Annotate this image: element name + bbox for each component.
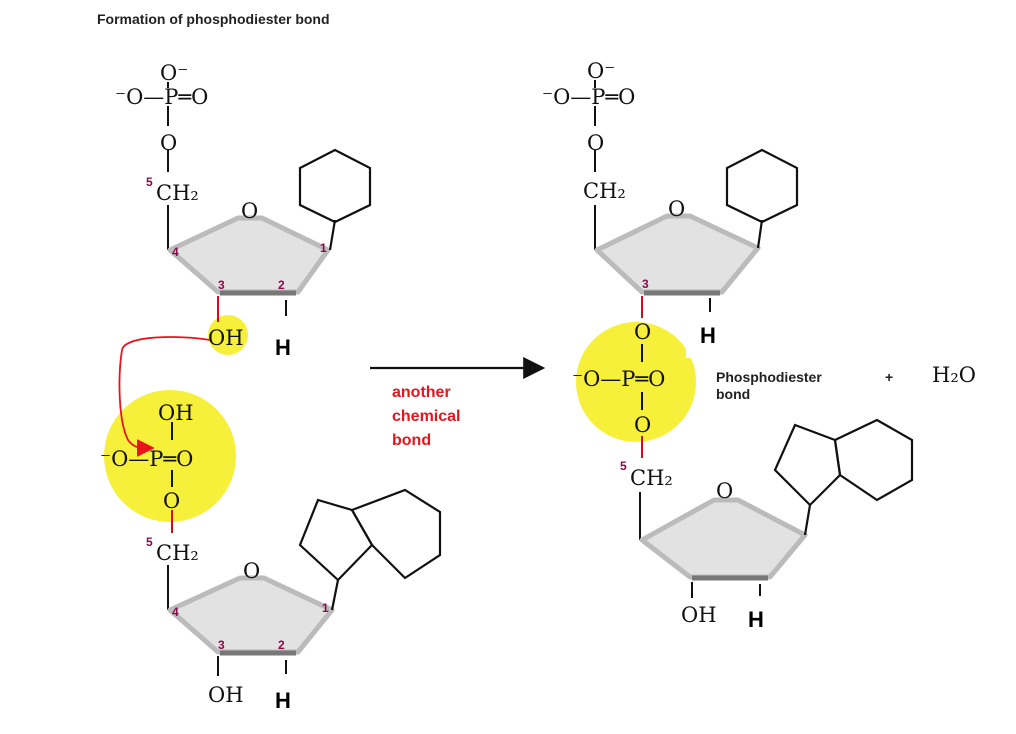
arrow-label-line-3: bond	[392, 432, 431, 449]
carbon-number-4: 4	[172, 245, 179, 259]
purine-hexagon	[833, 418, 914, 502]
ring-oxygen: O	[241, 199, 258, 223]
pyrimidine-base-icon	[725, 148, 799, 224]
ester-oxygen: O	[163, 489, 180, 513]
three-prime-oh: OH	[208, 326, 244, 350]
two-prime-h: H	[700, 323, 716, 348]
pyrimidine-base-icon	[298, 148, 372, 224]
carbon-number-5: 5	[146, 535, 153, 549]
ch2-group: CH₂	[583, 179, 626, 203]
phosphate-row: ⁻O—P═O	[542, 85, 635, 109]
phosphate-row: ⁻O—P═O	[100, 447, 193, 471]
linkage-o-bottom: O	[634, 413, 651, 437]
deoxyribose-ring	[167, 575, 335, 655]
phosphate-o-minus: O⁻	[587, 59, 615, 83]
ester-oxygen: O	[587, 131, 604, 155]
carbon-number-5: 5	[146, 175, 153, 189]
diagram-title: Formation of phosphodiester bond	[97, 11, 330, 27]
hydroxyl-highlight	[208, 315, 248, 355]
top-nucleotide: O⁻ ⁻O—P═O O 5 CH₂ O 4 1 3 2 OH H	[115, 61, 372, 360]
ring-oxygen: O	[668, 197, 685, 221]
mask	[686, 318, 726, 358]
phosphodiester-label-line-2: bond	[716, 386, 750, 402]
two-prime-h: H	[275, 688, 291, 713]
carbon-number-4: 4	[172, 605, 179, 619]
three-prime-oh: OH	[681, 603, 717, 627]
carbon-number-3: 3	[218, 278, 225, 292]
ester-oxygen: O	[160, 131, 177, 155]
two-prime-h: H	[275, 335, 291, 360]
product-top-nucleotide: O⁻ ⁻O—P═O O CH₂ O 3 H	[542, 59, 799, 348]
carbon-number-5: 5	[620, 459, 627, 473]
plus-sign: +	[885, 369, 893, 385]
arrow-label-line-2: chemical	[392, 408, 460, 425]
ring-oxygen: O	[716, 479, 733, 503]
ch2-group: CH₂	[156, 541, 199, 565]
product-bottom-nucleotide: 5 CH₂ O OH H	[620, 418, 914, 632]
deoxyribose-ring	[639, 497, 808, 580]
carbon-number-3: 3	[642, 277, 649, 291]
purine-hexagon	[350, 488, 442, 580]
carbon-number-2: 2	[278, 638, 285, 652]
deoxyribose-ring	[167, 215, 331, 295]
bottom-nucleotide: OH ⁻O—P═O O 5 CH₂ O 4 1 3 2 OH H	[100, 401, 442, 713]
phosphodiester-linkage: O ⁻O—P═O O Phosphodiester bond + H₂O	[572, 296, 976, 458]
linkage-o-top: O	[634, 320, 651, 344]
two-prime-h: H	[748, 607, 764, 632]
phosphate-row: ⁻O—P═O	[115, 85, 208, 109]
arrow-label-line-1: another	[392, 384, 451, 401]
purine-base-icon	[773, 423, 842, 507]
ring-oxygen: O	[243, 559, 260, 583]
carbon-number-1: 1	[322, 601, 329, 615]
carbon-number-1: 1	[320, 241, 327, 255]
ch2-group: CH₂	[156, 181, 199, 205]
water-molecule: H₂O	[932, 363, 976, 387]
three-prime-oh: OH	[208, 683, 244, 707]
nucleophilic-attack-arrow	[118, 336, 211, 458]
linkage-phosphate-row: ⁻O—P═O	[572, 367, 665, 391]
ch2-group: CH₂	[630, 466, 673, 490]
phosphate-oh: OH	[158, 401, 194, 425]
deoxyribose-ring	[594, 213, 761, 295]
carbon-number-3: 3	[218, 638, 225, 652]
purine-base-icon	[298, 498, 374, 582]
phosphate-o-minus: O⁻	[160, 61, 188, 85]
phosphodiester-label-line-1: Phosphodiester	[716, 369, 822, 385]
carbon-number-2: 2	[278, 278, 285, 292]
phosphodiester-highlight	[576, 322, 696, 442]
phosphate-highlight	[104, 390, 236, 522]
